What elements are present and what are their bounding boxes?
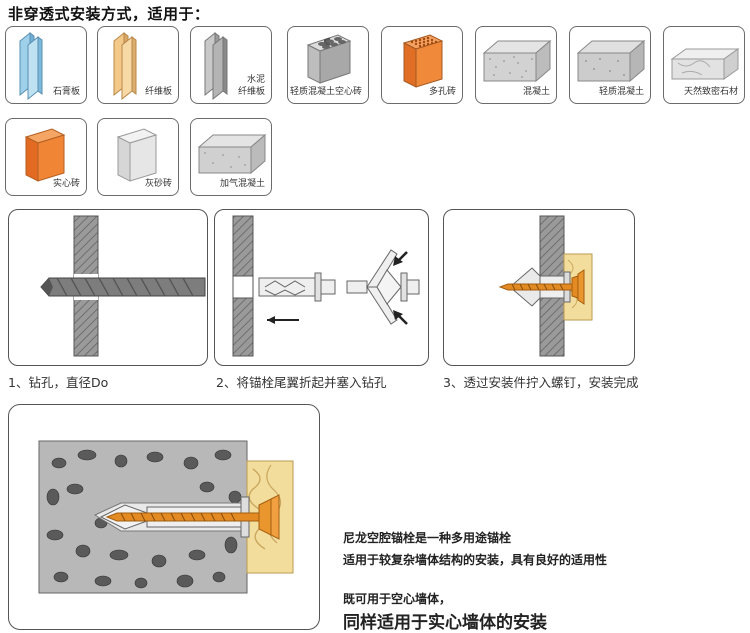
page-title: 非穿透式安装方式，适用于： <box>8 5 210 23</box>
description-line-3: 既可用于空心墙体， <box>343 592 452 606</box>
description-line-1: 尼龙空腔锚栓是一种多用途锚栓 <box>343 531 512 545</box>
material-label: 灰砂砖 <box>144 179 172 189</box>
material-label: 水泥 <box>246 75 265 85</box>
material-gypsum-board: 石膏板 <box>5 26 87 104</box>
material-label: 轻质混凝土空心砖 <box>289 87 362 97</box>
material-label: 多孔砖 <box>428 87 456 97</box>
aerated-concrete-icon <box>197 133 267 175</box>
material-light-concrete: 轻质混凝土 <box>569 26 651 104</box>
material-concrete: 混凝土 <box>475 26 557 104</box>
natural-stone-icon <box>670 48 740 80</box>
step-3-finish-panel <box>443 209 635 366</box>
fiber-board-icon <box>113 31 137 101</box>
screw-icon <box>105 494 280 540</box>
material-aerated-concrete: 加气混凝土 <box>190 118 272 196</box>
material-hollow-block: 轻质混凝土空心砖 <box>287 26 369 104</box>
concrete-icon <box>482 39 552 83</box>
material-perforated-brick: 多孔砖 <box>381 26 463 104</box>
screw-icon <box>498 269 585 305</box>
hollow-block-icon <box>306 34 352 84</box>
description-line-4: 同样适用于实心墙体的安装 <box>343 613 547 633</box>
material-sand-lime-brick: 灰砂砖 <box>97 118 179 196</box>
material-fiber-board: 纤维板 <box>97 26 179 104</box>
material-label: 加气混凝土 <box>219 179 265 189</box>
description-line-2: 适用于较复杂墙体结构的安装，具有良好的适用性 <box>343 553 608 567</box>
material-label: 混凝土 <box>522 87 550 97</box>
drill-diagram <box>40 215 206 357</box>
light-concrete-icon <box>576 39 646 83</box>
material-label: 纤维板 <box>144 87 172 97</box>
material-label: 轻质混凝土 <box>598 87 644 97</box>
step-1-drill-panel <box>8 209 208 366</box>
anchor-open-icon <box>346 249 420 325</box>
gypsum-board-icon <box>19 31 43 101</box>
perforated-brick-icon <box>402 34 444 88</box>
finish-diagram <box>498 215 593 357</box>
material-label: 实心砖 <box>52 179 80 189</box>
material-label-2: 纤维板 <box>237 87 265 97</box>
anchor-folded-icon <box>258 272 336 302</box>
material-cement-fiber-board: 水泥 纤维板 <box>190 26 272 104</box>
step-1-caption: 1、钻孔，直径Do <box>8 375 109 390</box>
solid-wall-diagram <box>38 440 294 594</box>
sand-lime-brick-icon <box>116 128 158 182</box>
material-natural-stone: 天然致密石材 <box>663 26 745 104</box>
material-label: 天然致密石材 <box>683 87 738 97</box>
cement-fiber-board-icon <box>204 31 228 101</box>
material-label: 石膏板 <box>52 87 80 97</box>
step-3-caption: 3、透过安装件拧入螺钉，安装完成 <box>443 375 639 390</box>
solid-brick-icon <box>24 128 66 182</box>
solid-wall-illustration-panel <box>8 404 320 630</box>
insert-diagram <box>232 215 420 357</box>
step-2-caption: 2、将锚栓尾翼折起并塞入钻孔 <box>216 375 387 390</box>
material-solid-brick: 实心砖 <box>5 118 87 196</box>
step-2-insert-panel <box>214 209 429 366</box>
